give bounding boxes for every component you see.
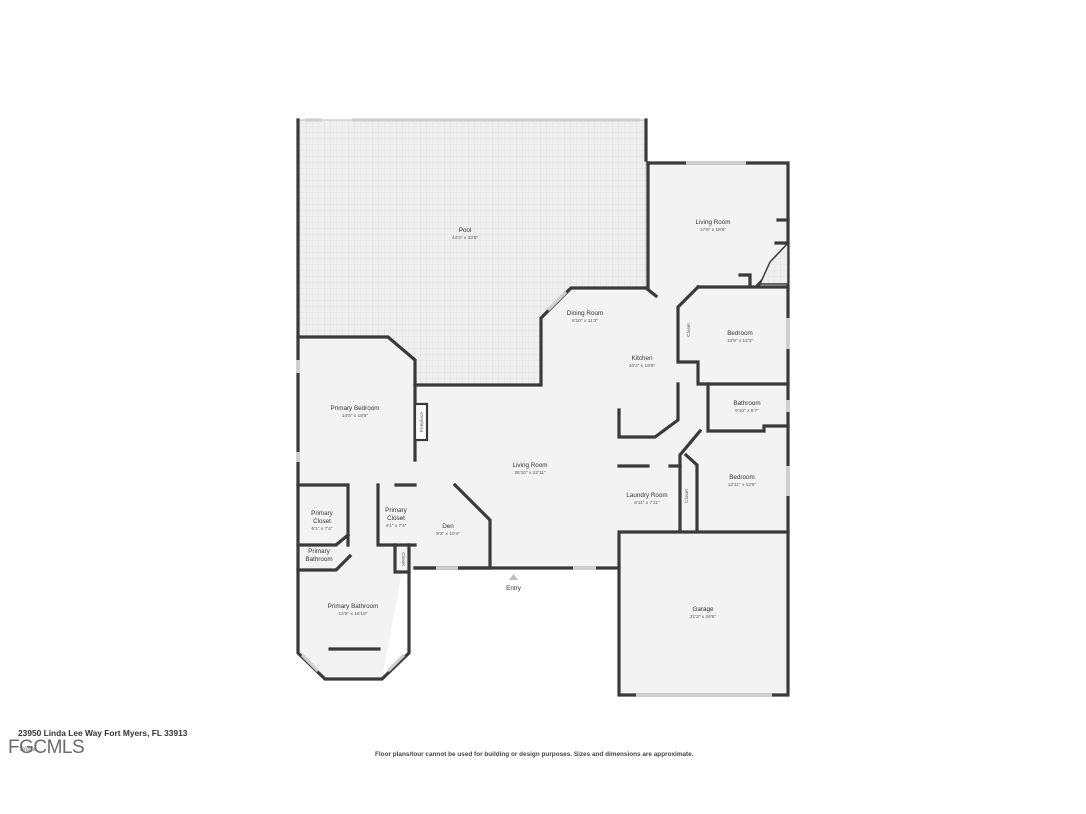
room-living-room-main-name: Living Room xyxy=(513,462,548,469)
room-kitchen-name: Kitchen xyxy=(631,355,653,362)
living-fireplace xyxy=(758,241,789,285)
mls-logo: FGCMLS xyxy=(8,737,85,758)
room-primary-closet2-line1: Primary xyxy=(385,507,408,514)
room-living-room-dim: 17'8" x 18'6" xyxy=(700,227,727,233)
room-pool-dim: 44'3" x 33'8" xyxy=(452,235,479,241)
room-primary-bathroom-small-line2: Bathroom xyxy=(305,556,332,563)
fireplace-label: Fireplace xyxy=(419,412,425,432)
room-garage-name: Garage xyxy=(692,606,714,613)
room-dining-room-name: Dining Room xyxy=(567,310,603,317)
room-primary-closet-line2: Closet xyxy=(313,518,331,525)
room-primary-bathroom-name: Primary Bathroom xyxy=(328,603,379,610)
room-primary-bathroom-small-line1: Primary xyxy=(308,548,331,555)
entry-arrow-icon xyxy=(509,574,518,580)
room-living-room-main-dim: 25'10" x 22'11" xyxy=(514,470,546,476)
windows xyxy=(296,118,790,697)
fireplace xyxy=(413,402,429,442)
disclaimer: Floor plans/tour cannot be used for buil… xyxy=(375,751,694,758)
room-primary-bathroom-dim: 14'5" x 16'10" xyxy=(339,611,368,617)
room-pool-name: Pool xyxy=(459,227,472,234)
room-garage-dim: 21'3" x 20'6" xyxy=(690,614,717,620)
room-primary-bedroom-dim: 14'5" x 18'5" xyxy=(342,413,369,419)
room-kitchen-dim: 10'2" x 18'9" xyxy=(629,363,656,369)
room-laundry-name: Laundry Room xyxy=(626,492,667,499)
property-address: 23950 Linda Lee Way Fort Myers, FL 33913 xyxy=(18,728,188,738)
closet-bedroom2-label: Closet xyxy=(684,489,690,503)
room-laundry-dim: 6'11" x 7'11" xyxy=(634,500,660,506)
closet-bedroom-label: Closet xyxy=(686,323,692,337)
room-primary-closet-dim: 6'1" x 7'4" xyxy=(312,526,333,532)
room-primary-closet-line1: Primary xyxy=(311,510,334,517)
room-primary-closet2-dim: 4'1" x 7'4" xyxy=(386,523,407,529)
room-bedroom-dim: 13'9" x 12'3" xyxy=(727,338,754,344)
room-primary-closet-name: Primary xyxy=(311,510,334,517)
room-bathroom-dim: 9'10" x 5'7" xyxy=(735,408,759,414)
room-living-room-name: Living Room xyxy=(696,219,731,226)
room-primary-closet2-line2: Closet xyxy=(387,515,405,522)
entry-label: Entry xyxy=(506,585,522,592)
walls xyxy=(296,118,790,697)
room-den-dim: 9'2" x 10'4" xyxy=(436,531,460,537)
room-den-name: Den xyxy=(442,523,454,530)
closet-bath-label: Closet xyxy=(400,552,406,566)
interior-floor xyxy=(298,163,788,695)
room-primary-bedroom-name: Primary Bedroom xyxy=(331,405,380,412)
room-bedroom2-dim: 12'11" x 12'5" xyxy=(728,482,757,488)
room-dining-room-dim: 8'10" x 11'3" xyxy=(572,318,598,324)
mls-logo-sub: Bright xyxy=(20,747,36,753)
room-bathroom-name: Bathroom xyxy=(733,400,760,407)
room-bedroom2-name: Bedroom xyxy=(729,474,755,481)
room-bedroom-name: Bedroom xyxy=(727,330,753,337)
